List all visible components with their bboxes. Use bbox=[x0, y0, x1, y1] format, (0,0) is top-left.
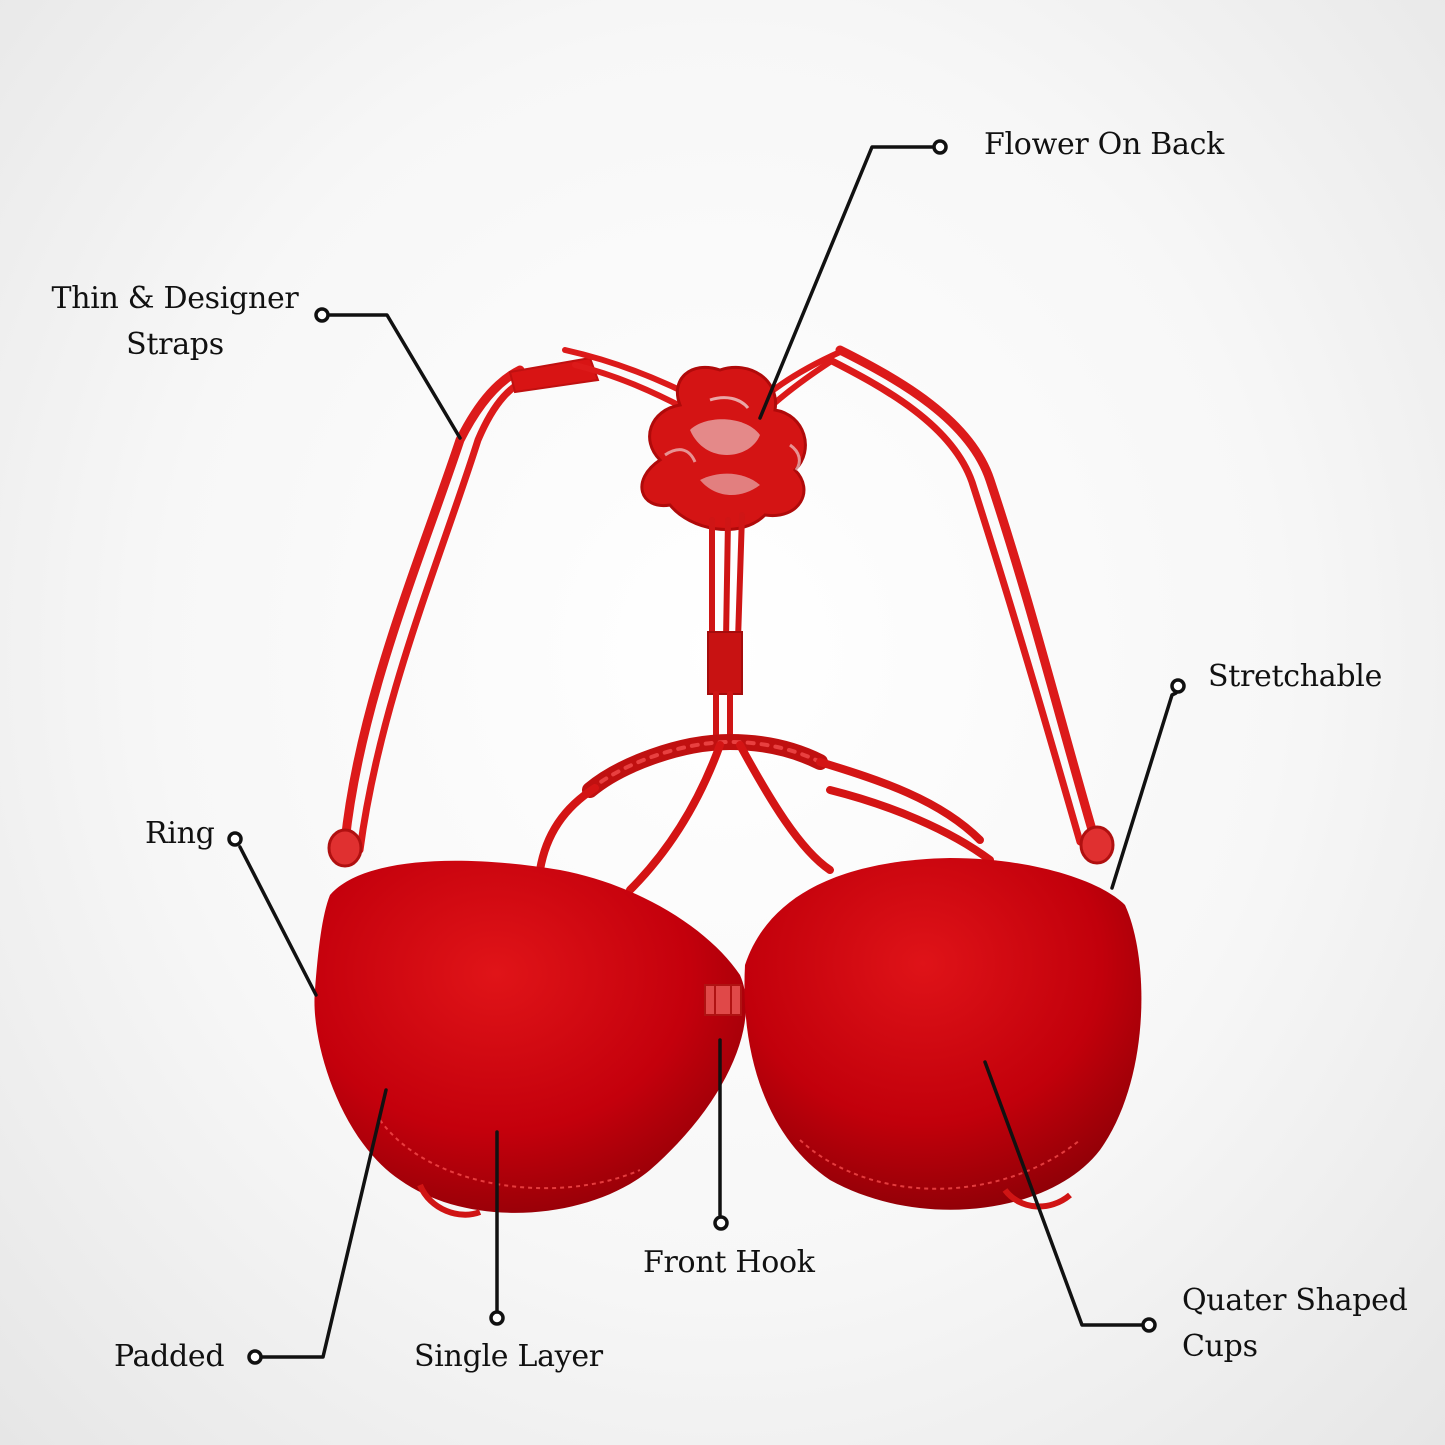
label-ring: Ring bbox=[145, 816, 215, 851]
callout-padded-line bbox=[260, 1088, 388, 1359]
callout-dot-straps bbox=[314, 307, 330, 323]
callout-dot-hook bbox=[713, 1215, 729, 1231]
label-thin-designer-straps: Thin & Designer Straps bbox=[51, 281, 299, 362]
callout-dot-flower bbox=[932, 139, 948, 155]
label-flower-on-back: Flower On Back bbox=[984, 127, 1224, 162]
lace-flower bbox=[640, 365, 807, 531]
callout-dot-stretch bbox=[1170, 678, 1186, 694]
right-strap bbox=[747, 345, 1100, 846]
label-stretchable: Stretchable bbox=[1208, 659, 1383, 694]
callout-flower-line bbox=[758, 145, 934, 420]
left-strap bbox=[340, 347, 693, 854]
callout-cups-line bbox=[983, 1060, 1143, 1327]
callout-stretch-line bbox=[1110, 691, 1178, 890]
bra-illustration bbox=[314, 345, 1142, 1218]
callout-ring-line bbox=[238, 845, 318, 997]
label-single-layer: Single Layer bbox=[414, 1339, 603, 1374]
right-cup bbox=[744, 858, 1142, 1210]
label-front-hook: Front Hook bbox=[643, 1245, 815, 1280]
callout-straps-line bbox=[328, 313, 462, 440]
callout-dot-padded bbox=[247, 1349, 263, 1365]
front-hook bbox=[704, 984, 742, 1016]
ring-right bbox=[1079, 825, 1115, 865]
ring-left bbox=[327, 828, 363, 868]
left-cup bbox=[314, 860, 746, 1213]
label-padded: Padded bbox=[114, 1339, 225, 1374]
label-quater-shaped-cups: Quater Shaped Cups bbox=[1182, 1283, 1408, 1364]
callout-dot-single bbox=[489, 1310, 505, 1326]
callout-dot-ring bbox=[227, 831, 243, 847]
center-strap bbox=[707, 512, 745, 743]
callout-dot-cups bbox=[1141, 1317, 1157, 1333]
